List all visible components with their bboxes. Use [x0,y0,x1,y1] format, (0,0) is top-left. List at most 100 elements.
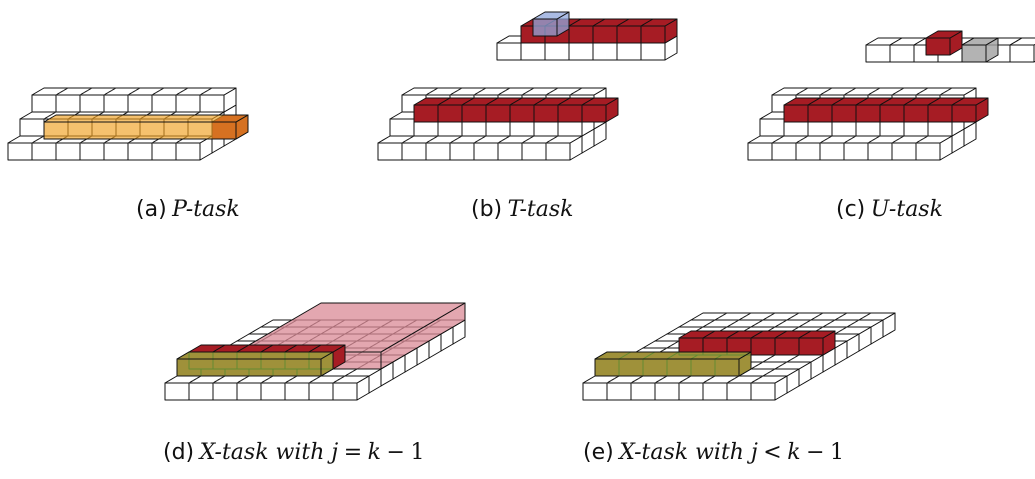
white-cube [889,44,915,63]
white-cube [151,142,177,161]
white-cube [747,142,773,161]
white-cube [31,142,57,161]
white-cube [175,94,201,113]
white-cube [759,118,785,137]
red-cube-top [951,97,989,106]
red-cube [581,104,607,123]
red-cube [750,337,776,356]
caption-d: (d) X-task with j = k − 1 [163,439,424,465]
panel-d-x-task-j-eq [164,302,466,401]
caption-e-label: (e) [583,440,614,465]
caption-d-k: k [367,440,381,465]
white-cube [630,382,656,401]
white-cube [726,382,752,401]
white-cube [308,382,334,401]
white-cube [212,382,238,401]
white-cube [284,382,310,401]
white-cube [7,142,33,161]
white-cube [19,118,45,137]
white-cube [520,42,546,61]
white-cube [497,142,523,161]
caption-d-minus: − [386,440,405,465]
panel-c-u-task [747,30,1035,161]
caption-d-op: = [343,440,363,465]
caption-c: (c) U-task [836,196,943,222]
red-cube [951,104,977,123]
orange-task-box [43,121,237,140]
red-cube [879,104,905,123]
red-cube-top [640,18,678,27]
red-cube [783,104,809,123]
white-cube [654,382,680,401]
white-cube [891,142,917,161]
white-cube [188,382,214,401]
red-cube [774,337,800,356]
panel-b-t-task [377,11,678,161]
red-cube [533,104,559,123]
caption-c-text: U-task [870,197,943,222]
white-cube [544,42,570,61]
green-task-box [594,358,740,377]
orange-task-box-top [43,114,249,123]
white-cube [473,142,499,161]
caption-e: (e) X-task with j < k − 1 [583,439,844,465]
red-cube [557,104,583,123]
white-cube-top [1009,37,1035,46]
caption-e-text: X-task with j [619,440,758,465]
red-cube-top-top [925,30,963,39]
red-cube [927,104,953,123]
panel-e-x-task-j-lt [582,312,896,401]
white-cube [55,94,81,113]
white-cube [843,142,869,161]
white-cube [592,42,618,61]
white-cube [867,142,893,161]
red-cube [485,104,511,123]
green-task-box [176,358,322,377]
white-cube [795,142,821,161]
white-cube [616,42,642,61]
white-cube [31,94,57,113]
red-cube [592,25,618,44]
red-cube [640,25,666,44]
white-cube [678,382,704,401]
white-cube [79,94,105,113]
white-cube [449,142,475,161]
white-cube [568,42,594,61]
white-cube [545,142,571,161]
white-cube [582,382,608,401]
red-cube [798,337,824,356]
caption-d-label: (d) [163,440,195,465]
white-cube [640,42,666,61]
caption-a-label: (a) [136,197,167,222]
white-cube [127,142,153,161]
caption-e-op: < [763,440,782,465]
white-cube [236,382,262,401]
white-cube [260,382,286,401]
caption-b-label: (b) [471,197,503,222]
white-cube [164,382,190,401]
white-cube [606,382,632,401]
red-cube [831,104,857,123]
caption-e-minus: − [806,440,825,465]
red-cube [807,104,833,123]
white-cube [79,142,105,161]
caption-c-label: (c) [836,197,866,222]
white-cube [389,118,415,137]
red-cube-top [581,97,619,106]
red-cube [855,104,881,123]
white-cube [425,142,451,161]
red-cube [616,25,642,44]
caption-d-one: 1 [410,440,425,465]
blue-cube [532,18,558,37]
red-cube [461,104,487,123]
white-cube [199,94,225,113]
white-cube [332,382,358,401]
caption-a: (a) P-task [136,196,240,222]
caption-a-text: P-task [172,197,240,222]
caption-d-text: X-task with j [199,440,339,465]
white-cube [702,382,728,401]
white-cube [55,142,81,161]
red-cube [903,104,929,123]
green-task-box-top [594,351,752,360]
